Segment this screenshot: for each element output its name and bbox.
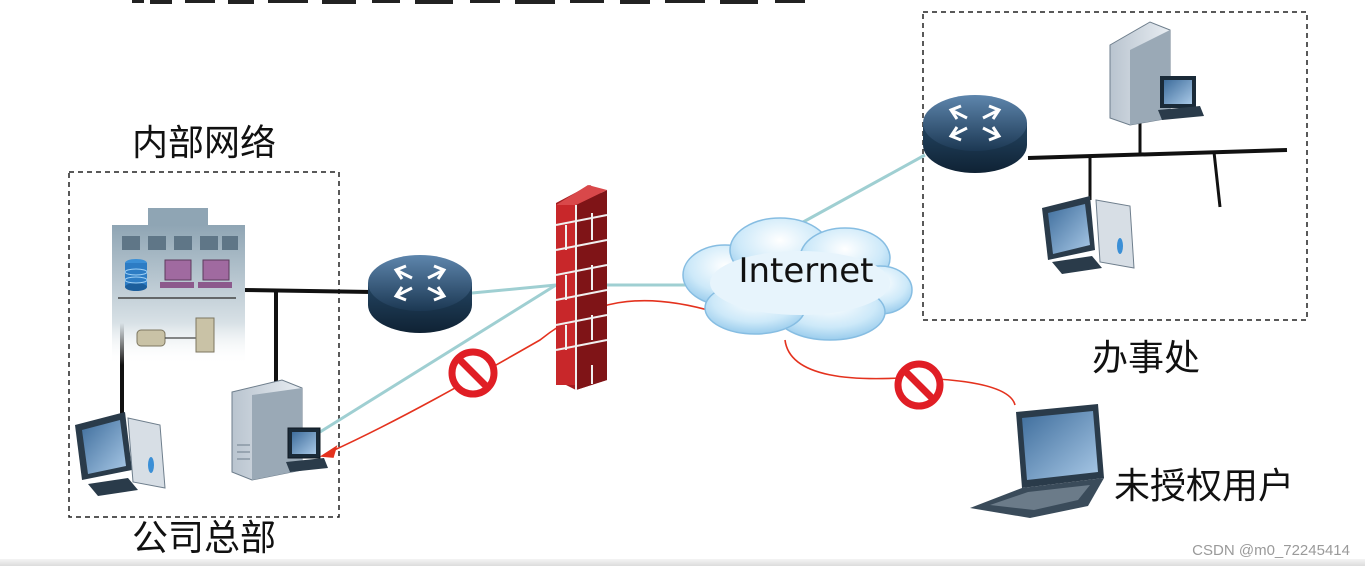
blocked-icon-unauthorized [894,360,944,410]
office-label: 办事处 [1092,338,1200,379]
hq-pc-icon [75,412,166,496]
hq-backbone-link [242,288,373,294]
office-server-icon [1109,21,1204,126]
headquarters-boundary [68,171,340,518]
attack-arrowhead [319,445,338,458]
attack-path-to-server [329,299,716,453]
internet-to-office-router-link [784,153,926,234]
headquarters-label: 公司总部 [132,518,276,559]
watermark-text: CSDN @m0_72245414 [1192,542,1350,559]
workstation-icon-1 [160,259,194,288]
bottom-bar [0,559,1365,566]
laptop-icon [970,404,1104,518]
unauthorized-user-label: 未授权用户 [1114,466,1294,507]
phone-icon [136,329,166,347]
hq-router-icon [368,255,472,333]
office-drop-stub [1212,151,1222,208]
firewall-icon [555,185,608,390]
blocked-icon-hq [448,348,498,398]
internet-label: Internet [738,251,873,291]
office-boundary [922,11,1308,321]
office-router-icon [923,95,1027,173]
office-pc-icon [1042,196,1135,274]
internet-cloud: Internet [682,217,913,341]
hq-building-icon [112,208,245,365]
office-backbone [1027,148,1288,160]
hq-server-icon [231,379,328,481]
workstation-icon-2 [198,259,232,288]
router-to-firewall-link [471,283,557,295]
database-icon [124,259,148,291]
server-cabinet-icon [195,317,215,353]
internal-network-label: 内部网络 [132,123,276,164]
clipped-title-fragment [132,0,805,4]
firewall-to-server-link [319,283,557,434]
